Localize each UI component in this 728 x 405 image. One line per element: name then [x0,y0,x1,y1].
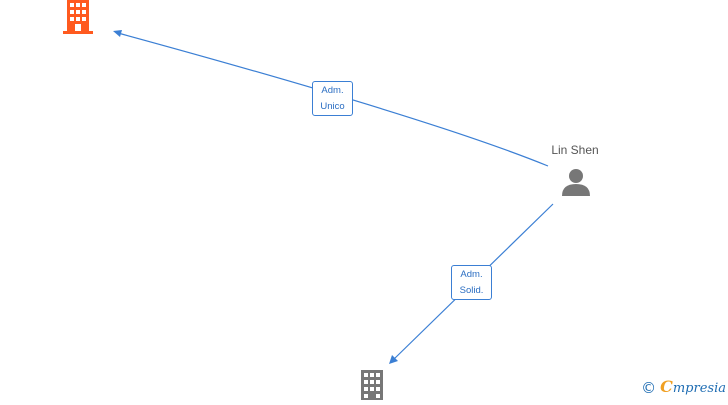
edge-label-line: Solid. [459,285,484,296]
person-node[interactable] [561,167,591,202]
person-icon [562,169,590,196]
edge-adm-unico-arrowhead [113,30,122,37]
edge-label-line: Adm. [460,269,483,280]
company-node[interactable] [359,370,385,405]
edge-label-adm-unico[interactable]: Adm. Unico [312,81,353,116]
company-node-highlighted[interactable] [61,0,95,39]
brand-watermark: © Cmpresia [641,377,726,399]
brand-logo-initial: C [660,377,673,396]
brand-logo-text: mpresia [672,381,726,396]
person-name[interactable]: Lin Shen [551,143,599,157]
building-icon [361,370,383,400]
edge-label-adm-solid[interactable]: Adm. Solid. [451,265,492,300]
edge-adm-solid-arrowhead [389,355,398,364]
edge-adm-unico[interactable] [117,32,549,167]
brand-logo: Cmpresia [660,377,726,399]
building-icon [63,0,93,34]
edge-label-line: Adm. [321,85,344,96]
edge-label-line: Unico [320,101,345,112]
copyright-icon: © [641,379,657,397]
